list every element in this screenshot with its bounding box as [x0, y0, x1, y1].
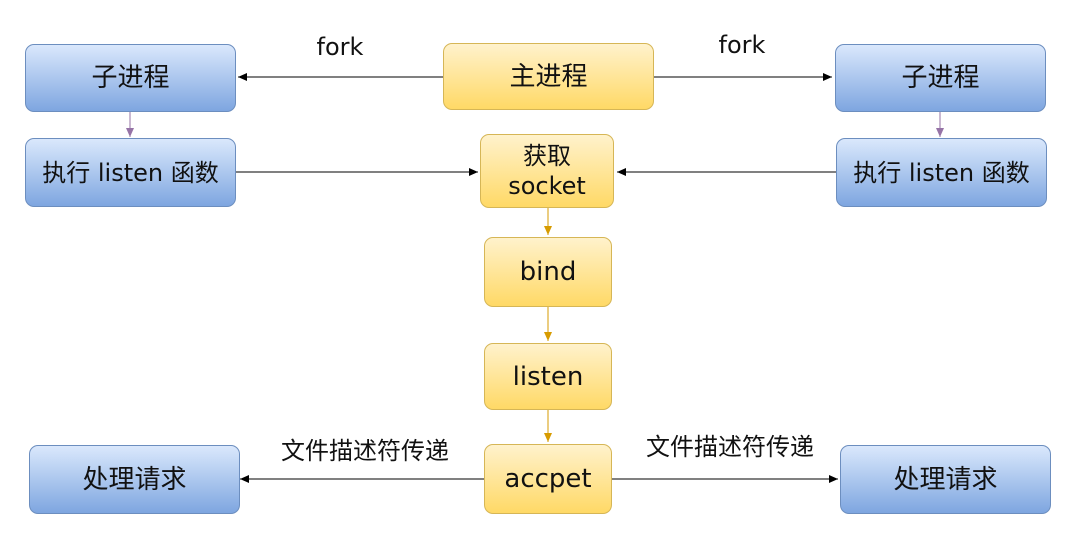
- listen-node: listen: [484, 343, 612, 410]
- handle-request-left-node: 处理请求: [29, 445, 240, 514]
- bind-node: bind: [484, 237, 612, 307]
- fd-transfer-right-label: 文件描述符传递: [646, 433, 814, 461]
- exec-listen-left-label: 执行 listen 函数: [42, 158, 219, 187]
- child-process-right-node: 子进程: [835, 44, 1046, 112]
- handle-request-right-node: 处理请求: [840, 445, 1051, 514]
- handle-request-right-label: 处理请求: [893, 464, 998, 495]
- exec-listen-left-node: 执行 listen 函数: [25, 138, 236, 207]
- handle-request-left-label: 处理请求: [82, 464, 187, 495]
- bind-label: bind: [519, 257, 577, 287]
- accept-node: accpet: [484, 444, 612, 514]
- listen-label: listen: [512, 361, 584, 392]
- child-process-left-node: 子进程: [25, 44, 236, 112]
- main-process-node: 主进程: [443, 43, 654, 110]
- get-socket-label: 获取 socket: [508, 142, 586, 200]
- child-process-left-label: 子进程: [91, 63, 170, 93]
- get-socket-node: 获取 socket: [480, 134, 614, 208]
- fd-transfer-left-label: 文件描述符传递: [281, 437, 449, 465]
- child-process-right-label: 子进程: [901, 63, 980, 93]
- exec-listen-right-label: 执行 listen 函数: [853, 158, 1030, 187]
- fork-right-label: fork: [718, 31, 766, 59]
- main-process-label: 主进程: [509, 61, 588, 92]
- exec-listen-right-node: 执行 listen 函数: [836, 138, 1047, 207]
- fork-left-label: fork: [316, 33, 364, 61]
- accept-label: accpet: [504, 464, 592, 494]
